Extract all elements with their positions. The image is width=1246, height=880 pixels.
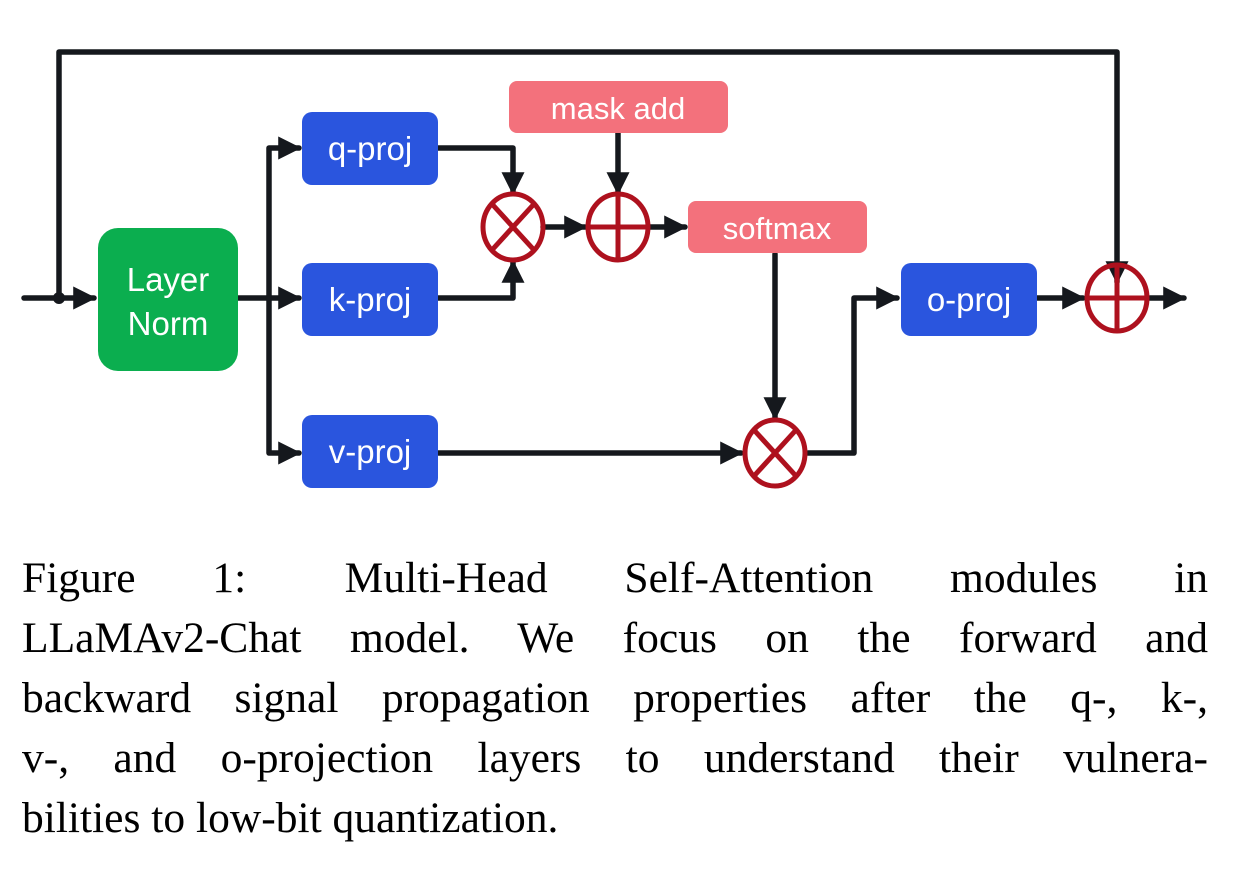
o-proj-label: o-proj [927, 281, 1011, 318]
softmax-label: softmax [723, 211, 832, 246]
attention-multiply-operator-icon [742, 417, 808, 489]
residual-skip-line [56, 49, 1129, 301]
caption-line-5: bilities to low-bit quantization. [22, 794, 559, 842]
caption-text-1: Multi-Head Self-Attention modules in [344, 554, 1208, 602]
k-to-multiply-arrow [435, 259, 525, 301]
multiply-operator-icon [480, 191, 546, 263]
junction-dot [53, 292, 65, 304]
v-proj-node: v-proj [302, 415, 438, 488]
mask-add-label: mask add [551, 91, 685, 126]
v-proj-label: v-proj [329, 433, 412, 470]
residual-add-operator-icon [1084, 262, 1150, 334]
figure-label: Figure 1: [22, 554, 247, 602]
softmax-node: softmax [688, 201, 867, 253]
q-to-multiply-arrow [435, 145, 525, 196]
norm-to-v-arrow [266, 295, 302, 465]
o-proj-node: o-proj [901, 263, 1037, 336]
caption-line-1: Figure 1: Multi-Head Self-Attention modu… [22, 548, 1208, 608]
k-proj-node: k-proj [302, 263, 438, 336]
figure-caption: Figure 1: Multi-Head Self-Attention modu… [22, 548, 1208, 848]
norm-to-q-arrow [266, 136, 302, 301]
add-operator-icon [585, 191, 651, 263]
mask-add-node: mask add [509, 81, 728, 133]
caption-line-3: backward signal propagation properties a… [22, 674, 1208, 722]
q-proj-label: q-proj [328, 130, 412, 167]
attention-diagram: Layer Norm q-proj k-proj v-proj o-proj m… [21, 49, 1187, 489]
q-proj-node: q-proj [302, 112, 438, 185]
layer-norm-node: Layer Norm [98, 228, 238, 371]
k-proj-label: k-proj [329, 281, 412, 318]
caption-line-4: v-, and o-projection layers to understan… [22, 734, 1208, 782]
caption-line-2: LLaMAv2-Chat model. We focus on the forw… [22, 614, 1208, 662]
multiply-to-oproj-arrow [805, 286, 900, 456]
layer-norm-label-line1: Layer [127, 261, 210, 298]
layer-norm-label-line2: Norm [128, 305, 209, 342]
